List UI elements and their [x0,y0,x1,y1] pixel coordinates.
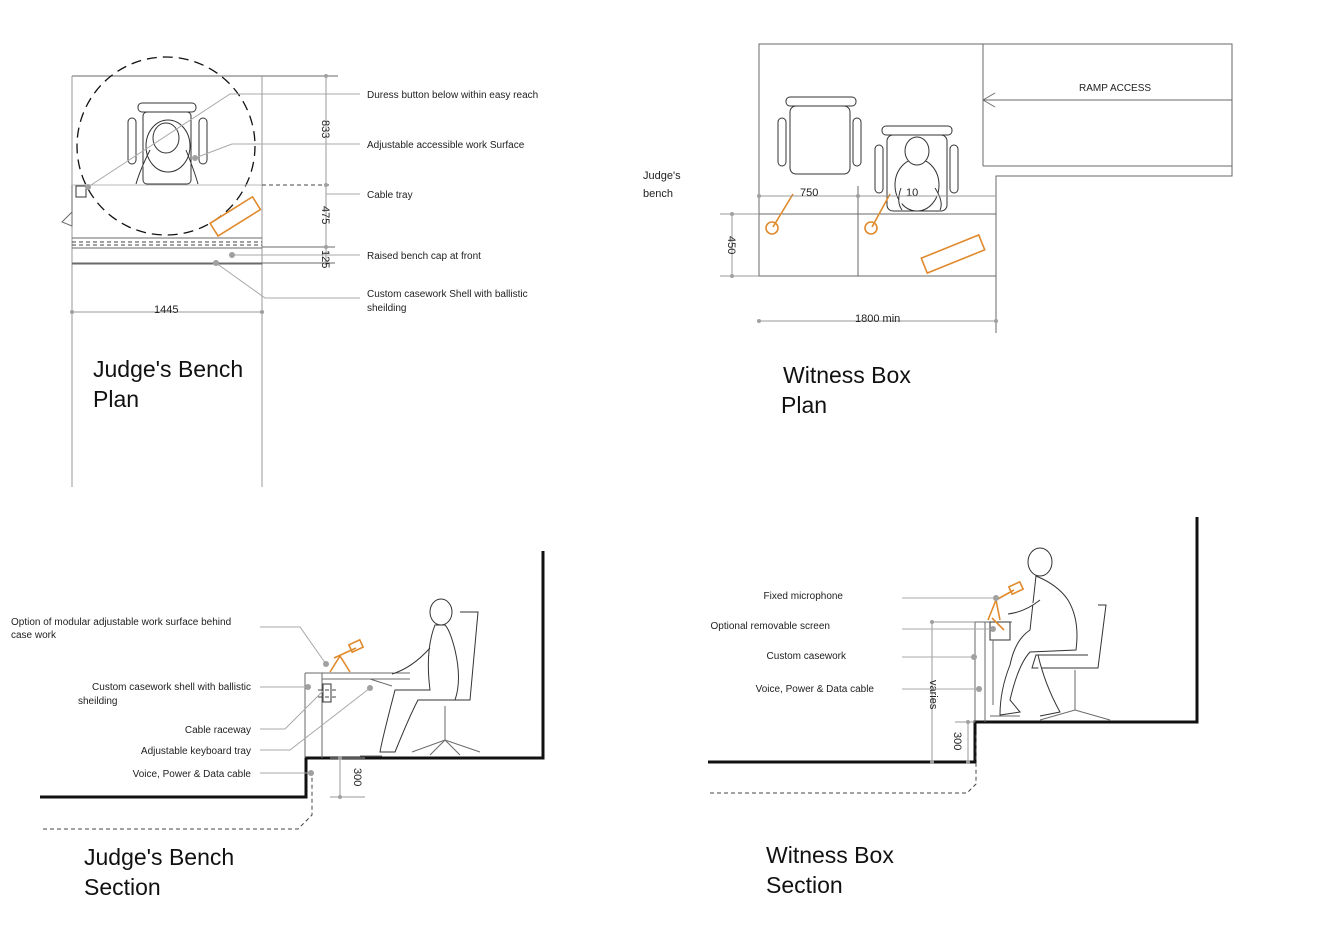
dim-125: 125 [319,250,331,268]
dim-300: 300 [351,768,363,786]
microphone-plan [920,233,986,275]
label-casework-shell-1: Custom casework shell with ballistic [92,682,251,693]
judge-figure [360,598,459,757]
wheelchair-user-icon [127,102,208,185]
label-casework-shell-2: sheilding [78,696,117,707]
dim-450: 450 [725,236,737,254]
dim-833: 833 [319,120,331,138]
judges-bench-plan: 833 475 125 1445 Duress button below wit… [61,56,538,487]
label-voice-power-data: Voice, Power & Data cable [756,684,875,695]
label-modular-work-surface-2: case work [11,630,57,641]
label-ramp-access: RAMP ACCESS [1079,83,1151,94]
title-witness-box-plan-2: Plan [781,392,827,418]
label-adjustable-work-surface: Adjustable accessible work Surface [367,140,525,151]
label-fixed-microphone: Fixed microphone [764,591,844,602]
label-voice-power-data: Voice, Power & Data cable [133,769,252,780]
title-witness-box-section-2: Section [766,872,843,898]
dim-10: 10 [906,187,918,199]
dim-1800-min: 1800 min [855,313,900,325]
title-judges-bench-plan-2: Plan [93,386,139,412]
label-custom-casework-shell: Custom casework Shell with ballistic [367,289,528,300]
label-judges-bench-1: Judge's [643,170,681,182]
label-raised-bench-cap: Raised bench cap at front [367,251,481,262]
label-modular-work-surface-1: Option of modular adjustable work surfac… [11,617,231,628]
witness-figure [990,547,1078,717]
title-witness-box-section-1: Witness Box [766,842,894,868]
judges-bench-section: 300 Option of modular adjustable work su… [11,551,545,900]
dim-1445: 1445 [154,304,178,316]
duress-button [75,185,87,198]
label-sheilding: sheilding [367,303,406,314]
title-judges-bench-section-1: Judge's Bench [84,844,234,870]
label-cable-tray: Cable tray [367,190,413,201]
dim-300: 300 [951,732,963,750]
microphone-icon [765,193,891,235]
title-witness-box-plan-1: Witness Box [783,362,911,388]
wheelchair-user-icon [874,125,959,212]
dim-750: 750 [800,187,818,199]
title-judges-bench-section-2: Section [84,874,161,900]
label-custom-casework: Custom casework [767,651,847,662]
microphone-plan [208,195,262,238]
witness-box-section: varies 300 Fixed microphone Optional rem… [708,517,1199,898]
witness-box-plan: RAMP ACCESS [643,43,1233,418]
label-judges-bench-2: bench [643,188,673,200]
label-keyboard-tray: Adjustable keyboard tray [141,746,251,757]
title-judges-bench-plan-1: Judge's Bench [93,356,243,382]
chair-icon [777,96,862,175]
microphone-icon [329,638,365,673]
label-cable-raceway: Cable raceway [185,725,251,736]
label-removable-screen: Optional removable screen [710,621,830,632]
dim-475: 475 [319,206,331,224]
dim-varies: varies [927,680,939,710]
label-duress-button: Duress button below within easy reach [367,90,538,101]
turning-circle [76,56,256,236]
